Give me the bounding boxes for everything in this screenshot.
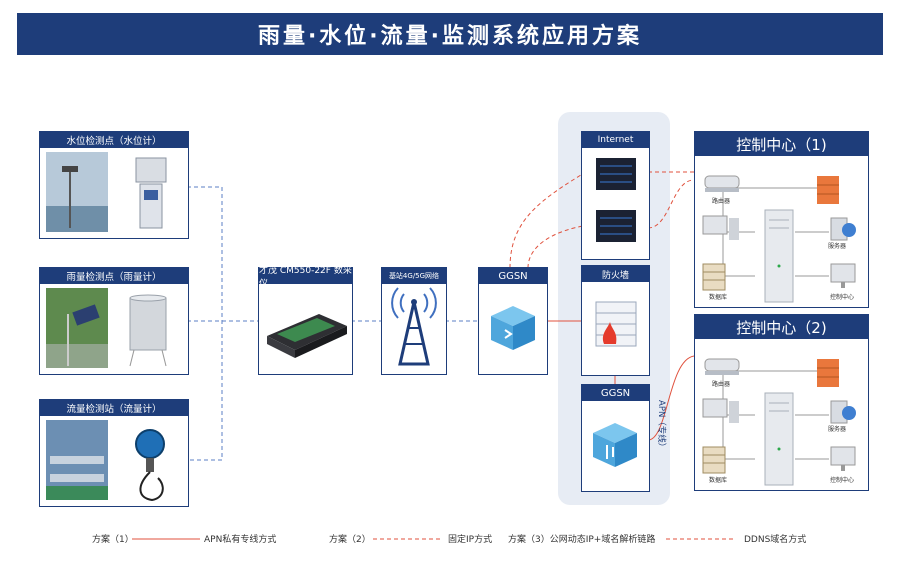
cc2-router-label: 路由器 bbox=[712, 381, 731, 388]
site-rainfall: 雨量检测点（雨量计） bbox=[39, 267, 189, 375]
firewall-panel: 防火墙 bbox=[581, 265, 650, 376]
workstation-icon bbox=[702, 398, 739, 423]
database-icon bbox=[702, 263, 726, 291]
ggsn-left-icon bbox=[491, 306, 535, 350]
ggsn-center-icon bbox=[593, 423, 637, 467]
base-station-panel: 基站4G/5G网络 bbox=[381, 267, 447, 375]
cc1-control-label: 控制中心 bbox=[830, 294, 855, 301]
firewall-label: 防火墙 bbox=[582, 266, 649, 282]
control-pc-icon bbox=[830, 446, 856, 471]
cc2-server-label: 服务器 bbox=[828, 426, 847, 433]
ggsn-left-panel: GGSN bbox=[478, 267, 548, 375]
workstation-icon bbox=[702, 215, 739, 240]
web-server-icon bbox=[830, 217, 856, 241]
cc2-control-label: 控制中心 bbox=[830, 477, 855, 484]
site-flow-label: 流量检测站（流量计） bbox=[40, 400, 188, 416]
site-rainfall-label: 雨量检测点（雨量计） bbox=[40, 268, 188, 284]
firewall-small-icon bbox=[817, 176, 839, 204]
cc1-server-label: 服务器 bbox=[828, 243, 847, 250]
rainfall-photo bbox=[46, 288, 167, 368]
control-center-1: 控制中心（1) 路由器 服务器 数据库 控制中心 bbox=[694, 131, 869, 308]
site-bus-line bbox=[187, 186, 223, 461]
legend-1-desc: APN私有专线方式 bbox=[204, 535, 277, 545]
control-center-1-diagram bbox=[702, 175, 856, 303]
site-flow: 流量检测站（流量计） bbox=[39, 399, 189, 507]
legend-3-line bbox=[666, 538, 734, 540]
cc2-database-label: 数据库 bbox=[709, 477, 728, 484]
ggsn-cc2-line bbox=[647, 355, 695, 441]
firewall-small-icon bbox=[817, 359, 839, 387]
base-station-label: 基站4G/5G网络 bbox=[382, 268, 446, 284]
control-center-2-diagram bbox=[702, 358, 856, 486]
site-water-level: 水位检测点（水位计） bbox=[39, 131, 189, 239]
router-icon bbox=[704, 358, 740, 375]
legend-2-line bbox=[373, 538, 441, 540]
internet-label: Internet bbox=[582, 132, 649, 148]
ggsn-left-label: GGSN bbox=[479, 268, 547, 284]
cc1-database-label: 数据库 bbox=[709, 294, 728, 301]
control-center-1-title: 控制中心（1) bbox=[695, 132, 868, 156]
database-icon bbox=[702, 446, 726, 474]
control-pc-icon bbox=[830, 263, 856, 288]
control-center-2-title: 控制中心（2) bbox=[695, 315, 868, 339]
router-icon bbox=[704, 175, 740, 192]
page-title: 雨量·水位·流量·监测系统应用方案 bbox=[17, 13, 883, 55]
legend-2-desc: 固定IP方式 bbox=[448, 535, 493, 545]
ggsn-internet-line-2 bbox=[527, 224, 590, 269]
apn-line-label: APN（专线） bbox=[656, 400, 666, 452]
data-logger-icon bbox=[267, 314, 347, 358]
site-water-level-label: 水位检测点（水位计） bbox=[40, 132, 188, 148]
control-center-2: 控制中心（2) 路由器 服务器 数据库 控制中心 bbox=[694, 314, 869, 491]
tower-icon bbox=[391, 287, 437, 366]
internet-panel: Internet bbox=[581, 131, 650, 260]
internet-cc1-line-2 bbox=[647, 179, 695, 229]
water-level-photo bbox=[46, 152, 167, 232]
main-server-icon bbox=[764, 392, 794, 486]
data-logger-label: 才茂 CM550-22F 数采仪 bbox=[259, 266, 352, 289]
cc1-router-label: 路由器 bbox=[712, 198, 731, 205]
ggsn-center-panel: GGSN bbox=[581, 384, 650, 492]
data-logger-panel: 才茂 CM550-22F 数采仪 bbox=[258, 266, 353, 375]
legend-3-label: 方案（3）公网动态IP+域名解析链路 bbox=[508, 535, 656, 545]
legend-3-desc: DDNS域名方式 bbox=[744, 535, 807, 545]
legend-1-label: 方案（1） bbox=[92, 535, 134, 545]
ggsn-center-label: GGSN bbox=[582, 385, 649, 401]
main-server-icon bbox=[764, 209, 794, 303]
legend-1-line bbox=[132, 538, 200, 540]
web-server-icon bbox=[830, 400, 856, 424]
ggsn-internet-line-1 bbox=[509, 169, 590, 269]
firewall-icon bbox=[595, 301, 637, 347]
legend-2-label: 方案（2） bbox=[329, 535, 371, 545]
flow-photo bbox=[46, 420, 165, 502]
server-rack-icons bbox=[596, 158, 636, 242]
